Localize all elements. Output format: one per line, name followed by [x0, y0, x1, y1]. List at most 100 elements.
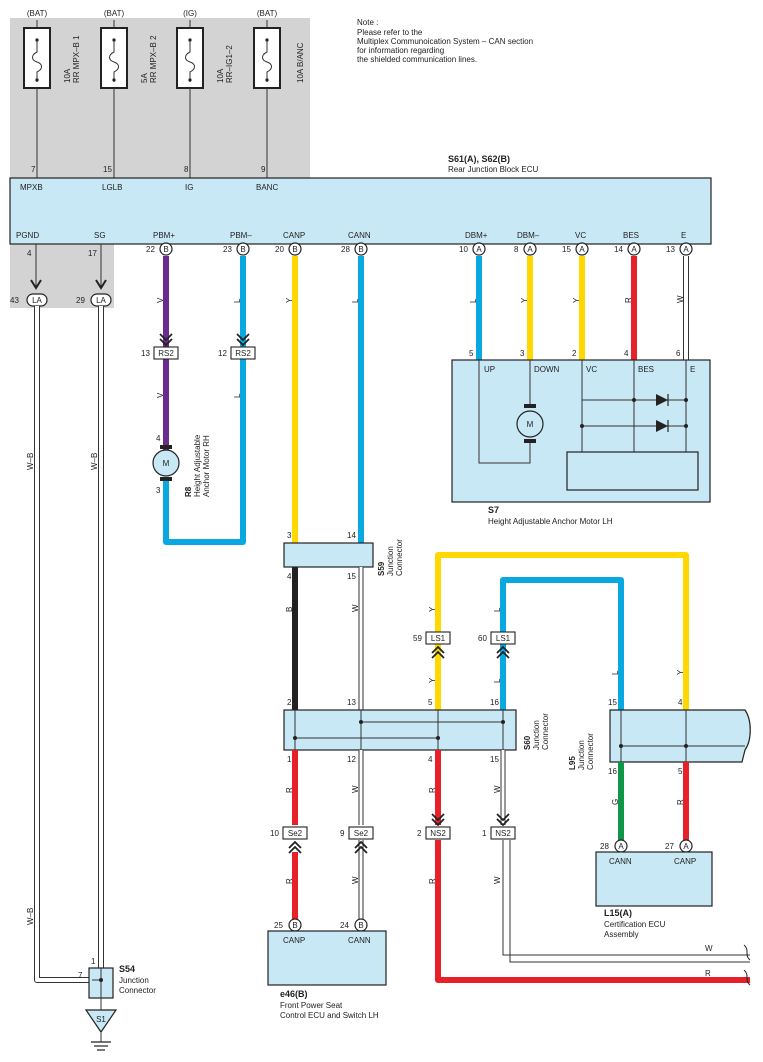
svg-text:4: 4 [428, 755, 433, 764]
svg-text:A: A [527, 245, 533, 254]
svg-text:DOWN: DOWN [534, 365, 560, 374]
pin-number: 8 [184, 165, 189, 174]
s60-junction-connector: 2 13 5 16 1 12 4 15 S60 Junction Connect… [283, 698, 550, 764]
svg-text:PBM–: PBM– [230, 231, 252, 240]
svg-text:B: B [292, 245, 297, 254]
svg-text:W: W [351, 785, 360, 793]
svg-text:W: W [493, 876, 502, 884]
svg-text:16: 16 [608, 767, 617, 776]
svg-text:W–B: W–B [90, 453, 99, 470]
svg-text:PGND: PGND [16, 231, 39, 240]
svg-text:CANN: CANN [609, 857, 632, 866]
s59-junction-connector: 3 14 4 15 S59 Junction Connector [283, 531, 404, 581]
svg-text:6: 6 [676, 349, 681, 358]
fuse-2: (BAT) 5A RR MPX–B 2 15 [100, 9, 158, 178]
svg-text:W–B: W–B [26, 908, 35, 925]
svg-text:Connector: Connector [541, 713, 550, 750]
svg-text:L15(A): L15(A) [604, 908, 632, 918]
svg-text:Anchor Motor RH: Anchor Motor RH [202, 435, 211, 497]
svg-text:L: L [493, 607, 502, 612]
svg-text:9: 9 [340, 829, 345, 838]
pin-number: 7 [31, 165, 36, 174]
svg-text:RS2: RS2 [235, 349, 251, 358]
svg-text:LA: LA [96, 296, 106, 305]
svg-text:2: 2 [572, 349, 577, 358]
svg-text:R: R [285, 878, 294, 884]
svg-text:14: 14 [347, 531, 356, 540]
svg-text:S7: S7 [488, 505, 499, 515]
svg-text:Connector: Connector [119, 986, 156, 995]
ecu-name: Rear Junction Block ECU [448, 165, 538, 174]
svg-text:24: 24 [340, 921, 349, 930]
ecu-id: S61(A), S62(B) [448, 154, 510, 164]
svg-text:R: R [624, 297, 633, 303]
svg-text:Se2: Se2 [288, 829, 303, 838]
svg-text:L: L [493, 678, 502, 683]
svg-text:A: A [476, 245, 482, 254]
svg-text:10: 10 [270, 829, 279, 838]
svg-text:L: L [233, 298, 242, 303]
svg-text:Connector: Connector [395, 539, 404, 576]
svg-text:13: 13 [347, 698, 356, 707]
svg-text:Y: Y [572, 297, 581, 303]
terminal-label: MPXB [20, 183, 43, 192]
svg-text:S59: S59 [377, 561, 386, 576]
supply-label: (IG) [183, 9, 197, 18]
svg-text:W: W [351, 604, 360, 612]
svg-text:L: L [469, 298, 478, 303]
svg-text:e46(B): e46(B) [280, 989, 308, 999]
svg-text:Y: Y [428, 606, 437, 612]
svg-text:15: 15 [608, 698, 617, 707]
svg-text:BES: BES [623, 231, 639, 240]
svg-text:Control ECU and Switch LH: Control ECU and Switch LH [280, 1011, 379, 1020]
svg-text:VC: VC [575, 231, 586, 240]
fuse-amp: 10A B/ANC [296, 42, 305, 83]
note-line: Multiplex Communoication System – CAN se… [357, 37, 533, 46]
svg-text:E: E [681, 231, 686, 240]
pin-number: 9 [261, 165, 266, 174]
svg-text:1: 1 [91, 957, 96, 966]
svg-text:5: 5 [469, 349, 474, 358]
note-line: the shielded communication lines. [357, 55, 477, 64]
svg-text:CANN: CANN [348, 231, 371, 240]
supply-label: (BAT) [104, 9, 125, 18]
svg-text:3: 3 [287, 531, 292, 540]
svg-text:5: 5 [678, 767, 683, 776]
svg-text:Se2: Se2 [354, 829, 369, 838]
svg-text:14: 14 [614, 245, 623, 254]
svg-text:W: W [705, 944, 713, 953]
e46-front-power-seat-ecu: B 25 B 24 CANP CANN e46(B) Front Power S… [267, 918, 387, 1020]
svg-text:E: E [690, 365, 695, 374]
ecu-terminals: PGND SG PBM+ PBM– CANP CANN DBM+ DBM– VC… [16, 231, 686, 240]
svg-text:1: 1 [482, 829, 487, 838]
svg-text:Height Adjustable: Height Adjustable [193, 434, 202, 497]
svg-text:23: 23 [223, 245, 232, 254]
svg-text:CANP: CANP [283, 231, 305, 240]
svg-text:R: R [676, 799, 685, 805]
svg-text:15: 15 [562, 245, 571, 254]
se2-connector: Se2 10 Se2 9 [270, 826, 374, 854]
svg-text:M: M [527, 420, 534, 429]
svg-text:43: 43 [10, 296, 19, 305]
svg-text:4: 4 [624, 349, 629, 358]
svg-text:Junction: Junction [532, 720, 541, 750]
rs2-connector: RS2 13 RS2 12 [141, 333, 256, 360]
svg-text:Y: Y [285, 297, 294, 303]
svg-text:3: 3 [156, 486, 161, 495]
svg-text:Junction: Junction [119, 976, 149, 985]
r8-motor: M 4 3 R8 Height Adjustable Anchor Motor … [152, 434, 211, 497]
note-line: Please refer to the [357, 28, 423, 37]
svg-text:S54: S54 [119, 964, 135, 974]
svg-text:A: A [618, 842, 624, 851]
svg-text:A: A [631, 245, 637, 254]
svg-text:27: 27 [665, 842, 674, 851]
svg-text:A: A [683, 842, 689, 851]
svg-text:4: 4 [156, 434, 161, 443]
svg-text:Connector: Connector [586, 733, 595, 770]
svg-text:L: L [351, 298, 360, 303]
svg-text:29: 29 [76, 296, 85, 305]
svg-text:R: R [428, 787, 437, 793]
svg-text:RS2: RS2 [158, 349, 174, 358]
svg-text:B: B [292, 921, 297, 930]
svg-text:DBM+: DBM+ [465, 231, 488, 240]
